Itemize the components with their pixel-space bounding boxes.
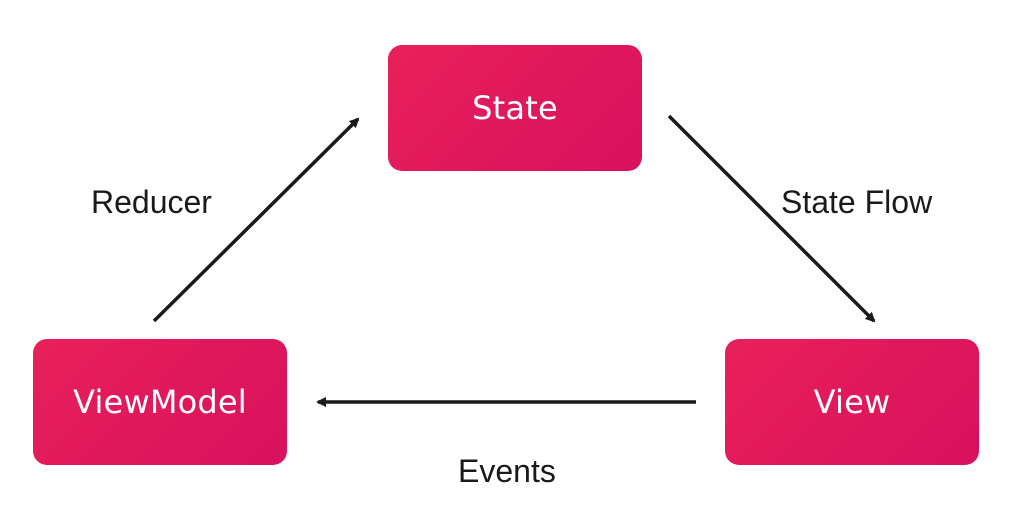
arrow-state-flow (667, 114, 876, 323)
viewmodel-node-label: ViewModel (73, 383, 247, 421)
arrow-reducer (152, 117, 360, 323)
state-node-label: State (472, 89, 558, 127)
view-node-label: View (813, 383, 891, 421)
reducer-edge-label: Reducer (91, 184, 212, 220)
state-flow-edge-label: State Flow (781, 184, 933, 220)
state-node: State (388, 45, 642, 171)
events-edge-label: Events (458, 453, 556, 489)
viewmodel-node: ViewModel (33, 339, 287, 465)
view-node: View (725, 339, 979, 465)
